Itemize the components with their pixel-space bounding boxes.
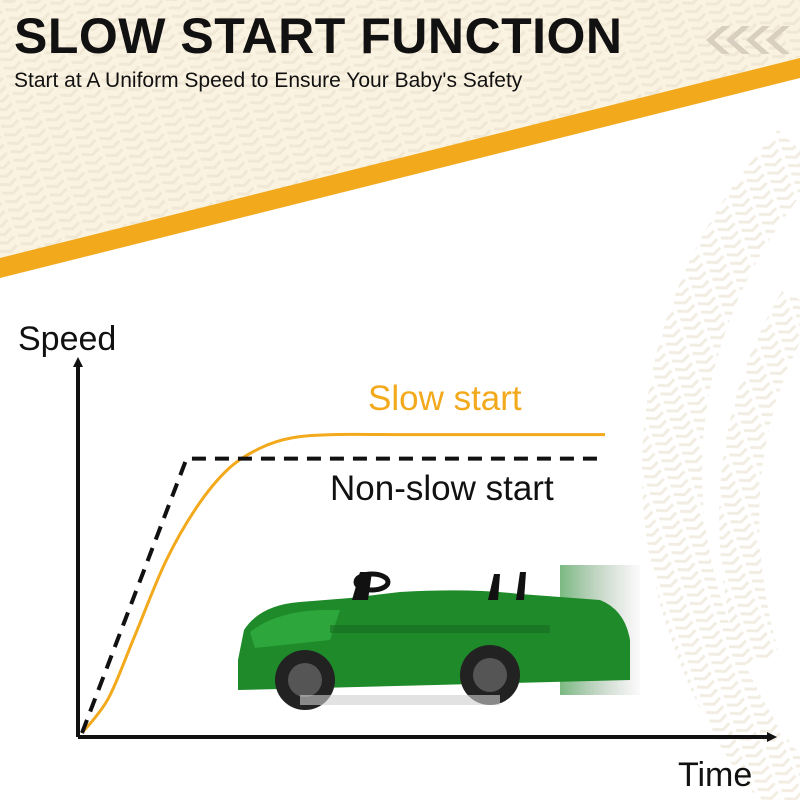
accent-stripe	[0, 58, 800, 278]
series-line-non-slow-start	[80, 456, 605, 734]
legend-non-slow-start: Non-slow start	[330, 469, 554, 508]
tire-tracks-icon	[642, 129, 800, 800]
chevron-arrows-icon	[706, 26, 790, 54]
x-axis-label: Time	[678, 756, 752, 794]
page-subtitle: Start at A Uniform Speed to Ensure Your …	[14, 69, 523, 92]
y-axis-label: Speed	[18, 320, 116, 358]
green-ride-on-car-icon	[238, 565, 640, 710]
chart-axes	[73, 357, 777, 742]
series-line-slow-start	[80, 432, 605, 734]
series-layer	[80, 432, 605, 734]
legend-slow-start: Slow start	[368, 379, 522, 418]
page-title: SLOW START FUNCTION	[14, 8, 623, 64]
